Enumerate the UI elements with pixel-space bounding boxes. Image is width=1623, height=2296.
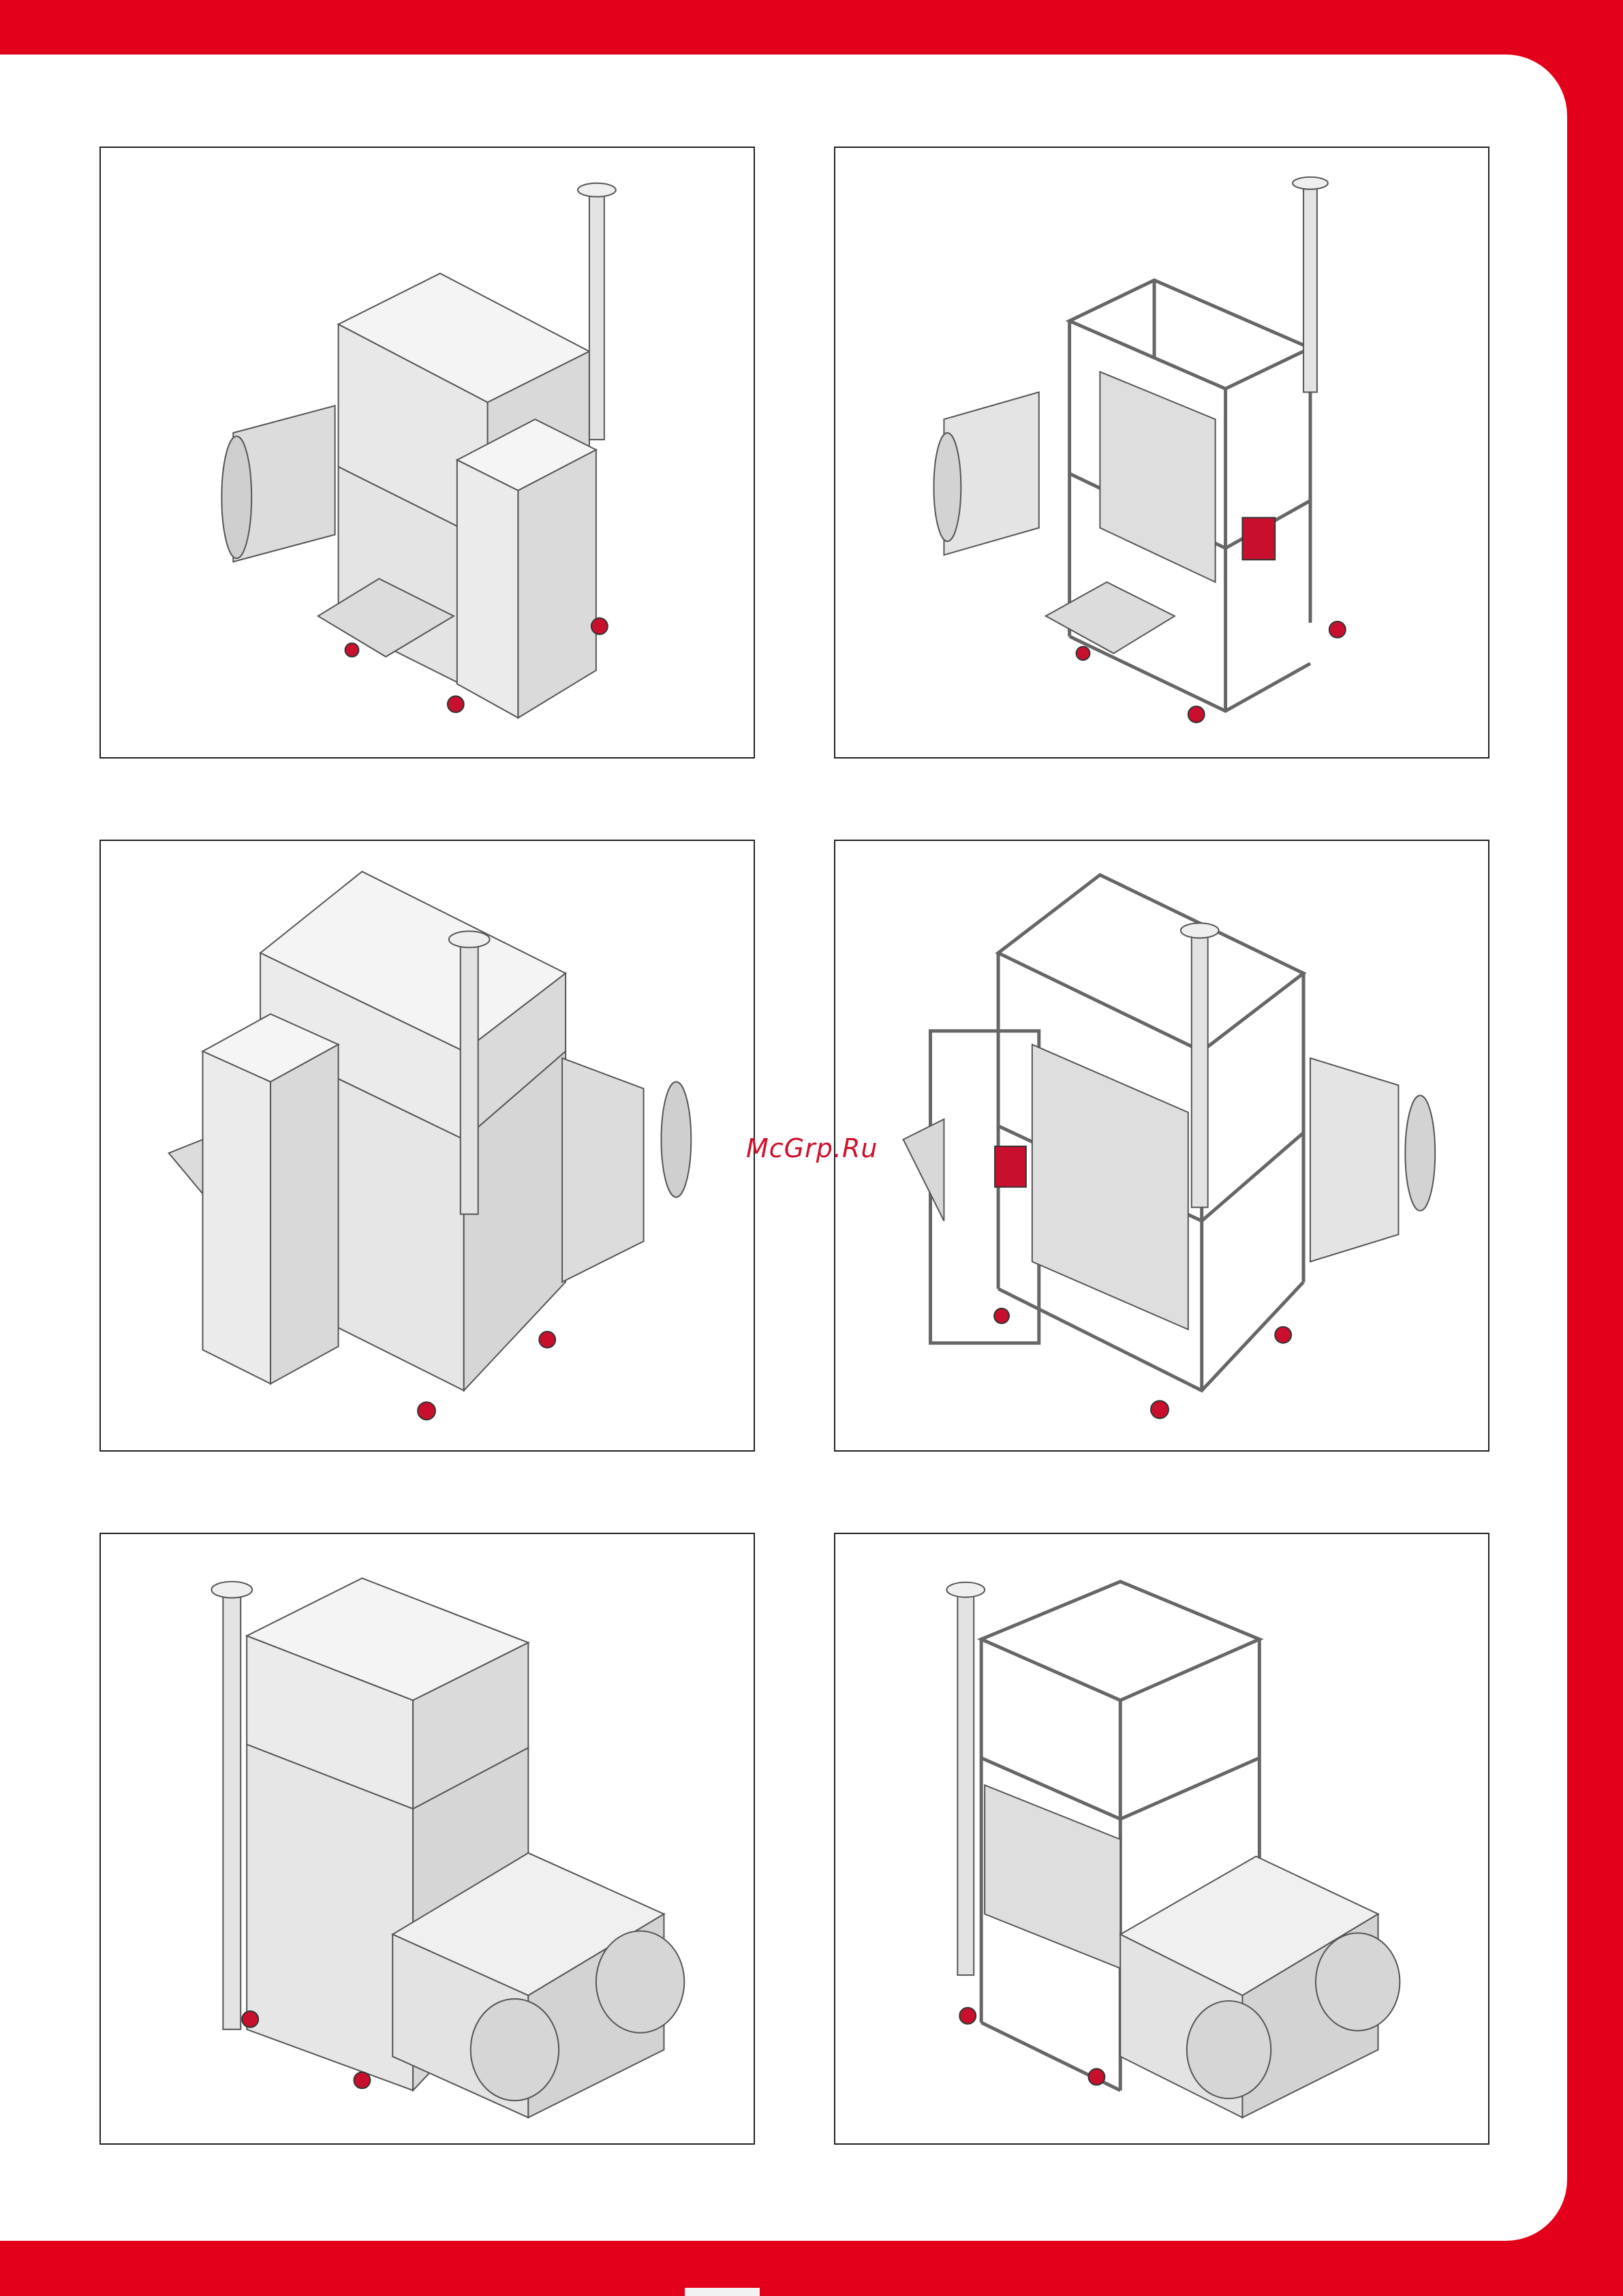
heater-frame-rear-illustration <box>835 1534 1488 2143</box>
burner-unit-icon <box>1242 518 1275 560</box>
heater-closed-front-illustration <box>101 841 754 1450</box>
figure-heater-frame-rear-view <box>834 1533 1489 2145</box>
figure-heater-frame-left-view <box>834 147 1489 759</box>
figure-heater-frame-front-view <box>834 840 1489 1452</box>
heater-frame-front-illustration <box>835 841 1488 1450</box>
figure-heater-closed-rear-view <box>99 1533 755 2145</box>
page-footer-tab <box>685 2288 760 2296</box>
figure-heater-closed-front-view <box>99 840 755 1452</box>
heater-frame-left-illustration <box>835 148 1488 757</box>
burner-unit-icon <box>995 1146 1026 1187</box>
watermark-text: McGrp.Ru <box>746 1133 878 1163</box>
heater-closed-rear-illustration <box>101 1534 754 2143</box>
figure-heater-closed-left-view <box>99 147 755 759</box>
heater-closed-left-illustration <box>101 148 754 757</box>
